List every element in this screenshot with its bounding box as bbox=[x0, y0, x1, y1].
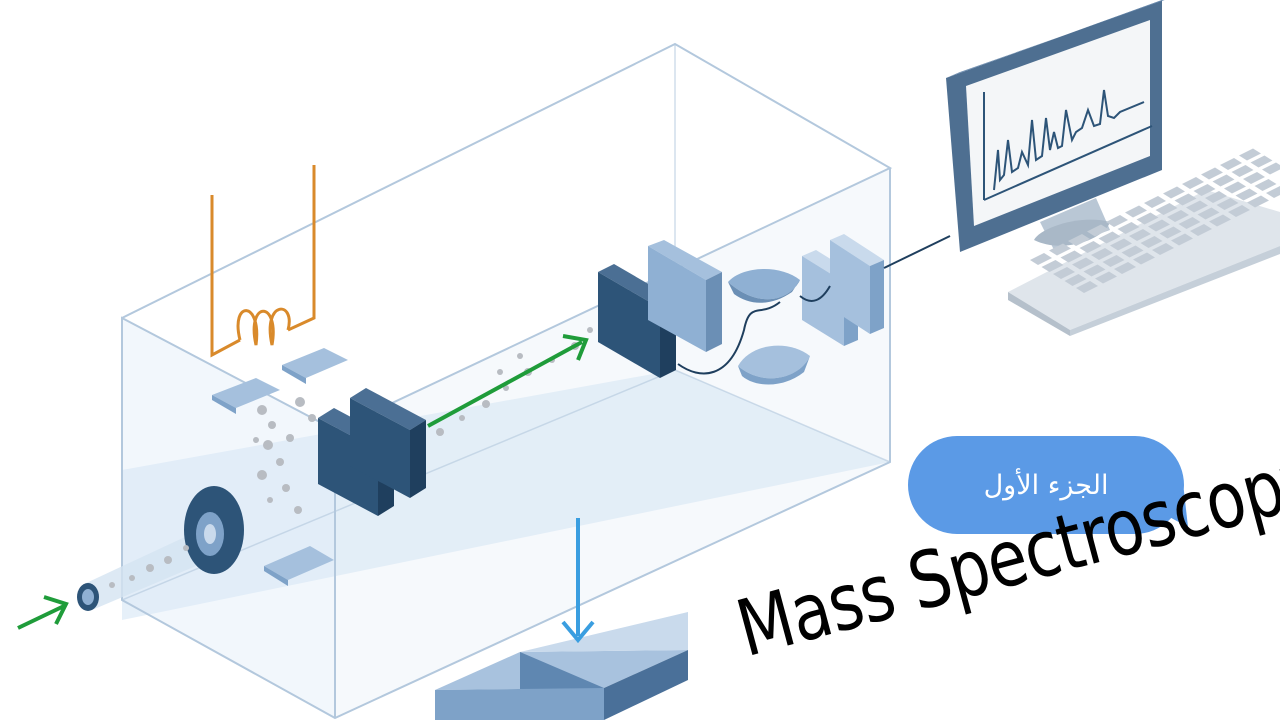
keyboard-key bbox=[1125, 205, 1147, 218]
chamber-right-face bbox=[335, 168, 890, 718]
blue-arrow-down bbox=[561, 518, 595, 644]
computer-monitor-icon bbox=[946, 0, 1165, 252]
deflector-plates bbox=[598, 240, 722, 378]
keyboard-key bbox=[1095, 271, 1117, 284]
keyboard-key bbox=[1102, 255, 1125, 267]
green-arrow-inlet bbox=[17, 595, 69, 630]
keyboard-key bbox=[1049, 243, 1071, 256]
keyboard-key bbox=[1266, 186, 1280, 198]
keyboard-key bbox=[1193, 184, 1216, 196]
keyboard-key bbox=[1087, 224, 1109, 237]
keyboard-key bbox=[1106, 215, 1128, 227]
keyboard-key bbox=[1140, 236, 1163, 248]
keyboard-key bbox=[1220, 158, 1242, 170]
green-arrow-beam bbox=[427, 334, 589, 428]
keyboard-key bbox=[1060, 250, 1083, 263]
keyboard-key bbox=[1178, 217, 1201, 229]
keyboard-key bbox=[1224, 181, 1246, 194]
keyboard-key bbox=[1076, 281, 1098, 293]
keyboard-key bbox=[1091, 248, 1113, 260]
keyboard-key bbox=[1098, 231, 1121, 244]
keyboard-key bbox=[1030, 253, 1052, 265]
keyboard-key bbox=[1121, 245, 1144, 258]
keyboard-key bbox=[1190, 224, 1212, 236]
speech-bubble-body bbox=[908, 436, 1184, 534]
accelerator-plates bbox=[318, 388, 426, 516]
keyboard-key bbox=[1136, 212, 1159, 225]
keyboard-key bbox=[1041, 260, 1064, 272]
keyboard-key bbox=[1079, 241, 1102, 253]
keyboard-key bbox=[1148, 219, 1170, 232]
keyboard-key bbox=[1262, 162, 1280, 175]
keyboard-key bbox=[1053, 267, 1075, 279]
keyboard-key bbox=[1129, 229, 1151, 241]
keyboard-key bbox=[1163, 186, 1185, 199]
keyboard-key bbox=[1216, 198, 1239, 210]
keyboard-key bbox=[1228, 205, 1250, 217]
keyboard-key bbox=[1064, 274, 1087, 286]
keyboard-key bbox=[1155, 203, 1178, 215]
keyboard-key bbox=[1110, 238, 1132, 251]
keyboard-key bbox=[1174, 193, 1197, 206]
keyboard-key bbox=[1144, 196, 1166, 208]
keyboard-key bbox=[1117, 222, 1140, 234]
spectrum-plot-line bbox=[993, 89, 1145, 191]
keyboard-key bbox=[1250, 155, 1273, 168]
keyboard-key bbox=[1167, 210, 1189, 222]
keyboard-key bbox=[1068, 234, 1090, 246]
keyboard-key bbox=[1212, 174, 1235, 187]
keyboard-key bbox=[1209, 214, 1231, 227]
keyboard-key bbox=[1152, 243, 1174, 255]
filament-heater bbox=[210, 165, 316, 358]
keyboard-key bbox=[1243, 172, 1265, 184]
keyboard-key bbox=[1205, 191, 1227, 203]
keyboard-key bbox=[1171, 233, 1193, 246]
keyboard-key bbox=[1247, 195, 1269, 208]
keyboard-key bbox=[1254, 179, 1277, 191]
keyboard-key bbox=[1197, 207, 1220, 220]
keyboard-icon bbox=[1008, 148, 1280, 336]
keyboard-key bbox=[1182, 177, 1204, 189]
ion-cloud-particles bbox=[109, 397, 316, 588]
detector-base-block bbox=[435, 612, 688, 720]
keyboard-key bbox=[1072, 257, 1094, 270]
ion-source-plates bbox=[212, 348, 348, 586]
wires bbox=[677, 235, 951, 375]
keyboard-key bbox=[1159, 226, 1182, 239]
bubble-label: الجزء الأول bbox=[983, 469, 1109, 501]
chamber-edges bbox=[121, 42, 893, 720]
magnetic-analyzer-pieces bbox=[728, 268, 810, 385]
keyboard-key bbox=[1186, 200, 1208, 213]
keyboard-key bbox=[1239, 148, 1261, 161]
keyboard-key bbox=[1231, 165, 1254, 177]
sample-inlet bbox=[77, 486, 244, 611]
keyboard-key bbox=[1114, 262, 1136, 274]
keyboard-key bbox=[1201, 167, 1223, 180]
keyboard-key bbox=[1235, 188, 1258, 201]
keyboard-key bbox=[1133, 252, 1155, 265]
keyboard-key bbox=[1083, 264, 1106, 277]
speech-bubble: الجزء الأول bbox=[908, 436, 1198, 539]
detector-plates bbox=[802, 234, 884, 346]
